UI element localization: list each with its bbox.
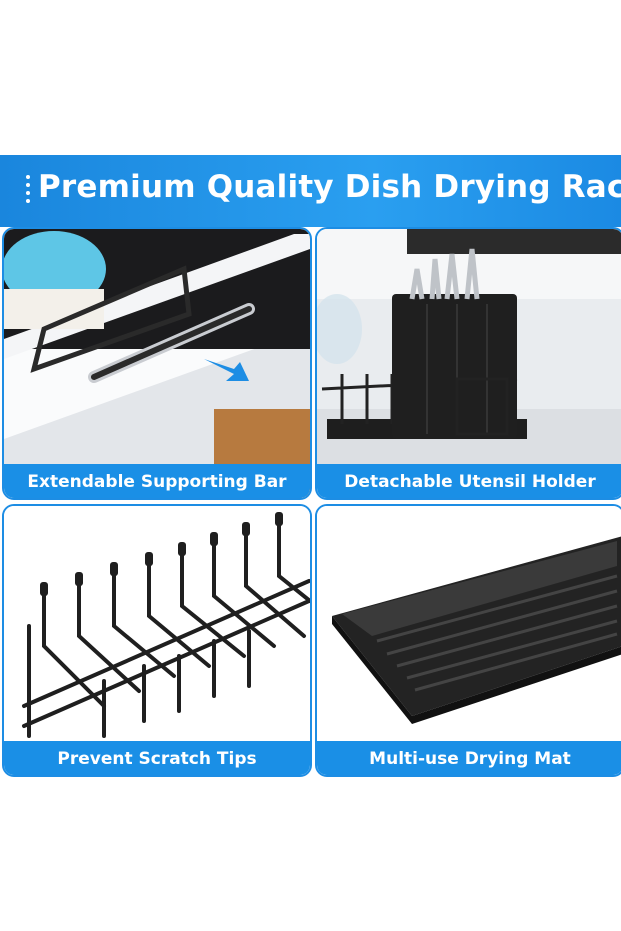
drying-mat-image bbox=[317, 506, 621, 775]
panel-drying-mat: Multi-use Drying Mat bbox=[315, 504, 621, 777]
banner-dots-decoration bbox=[25, 175, 31, 211]
rack-tips-image bbox=[4, 506, 310, 775]
caption-extendable-bar: Extendable Supporting Bar bbox=[4, 464, 310, 498]
caption-scratch-tips: Prevent Scratch Tips bbox=[4, 741, 310, 775]
panel-extendable-bar: Extendable Supporting Bar bbox=[2, 227, 312, 500]
utensil-holder-image bbox=[317, 229, 621, 498]
title-banner: Premium Quality Dish Drying Rack bbox=[0, 155, 621, 227]
caption-utensil-holder: Detachable Utensil Holder bbox=[317, 464, 621, 498]
caption-drying-mat: Multi-use Drying Mat bbox=[317, 741, 621, 775]
sink-rack-image bbox=[4, 229, 310, 498]
panel-utensil-holder: Detachable Utensil Holder bbox=[315, 227, 621, 500]
panel-scratch-tips: Prevent Scratch Tips bbox=[2, 504, 312, 777]
banner-title: Premium Quality Dish Drying Rack bbox=[38, 169, 621, 205]
